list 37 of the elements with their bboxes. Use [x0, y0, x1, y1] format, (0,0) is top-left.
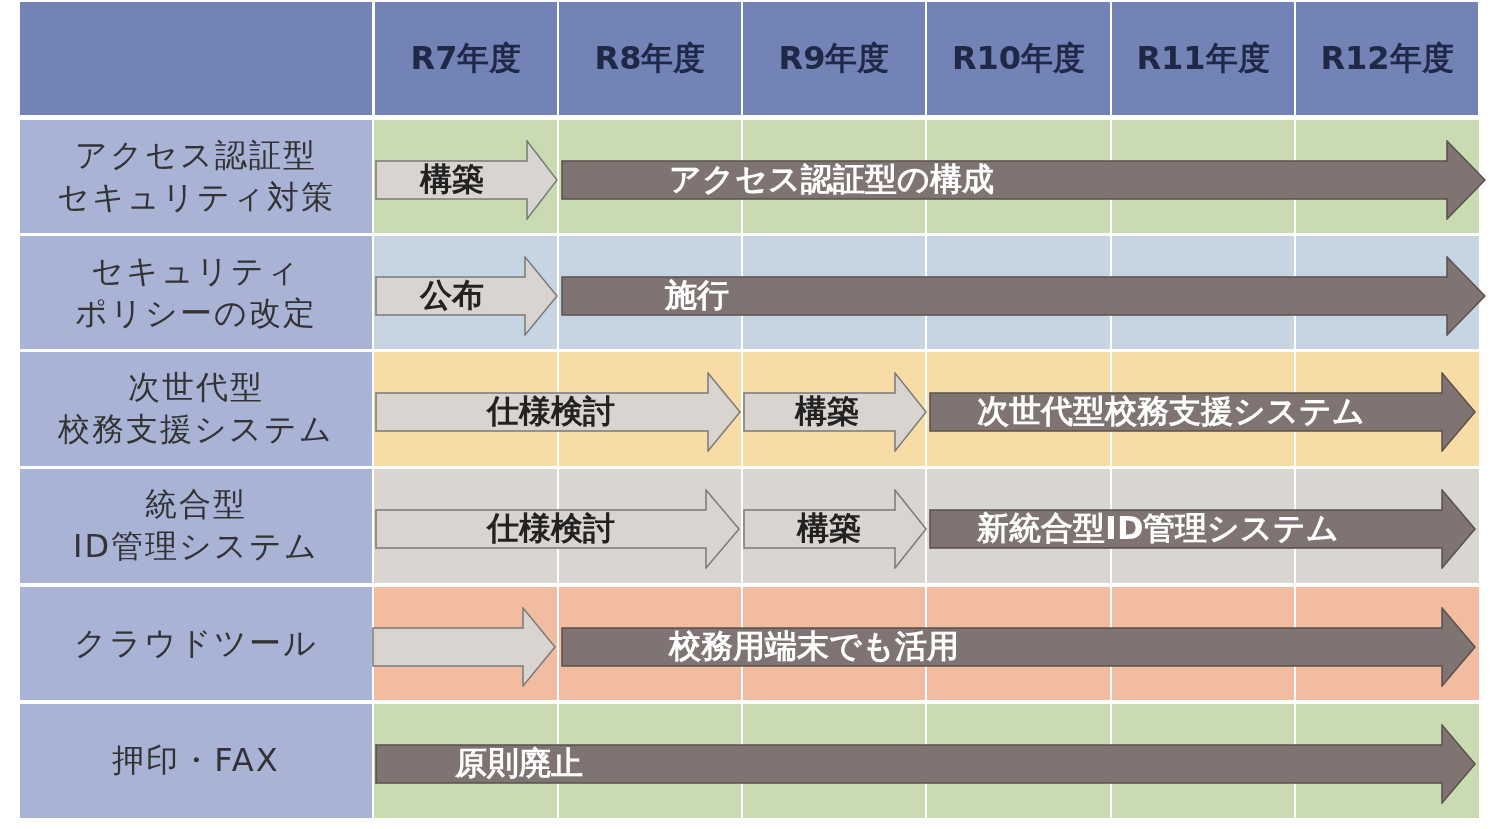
- phase-band: [375, 724, 1476, 804]
- year-header-cell: R12年度: [1296, 2, 1478, 115]
- year-header-cell: R9年度: [743, 2, 925, 115]
- row-header-cell: セキュリティポリシーの改定: [20, 236, 372, 349]
- row-header-cell: クラウドツール: [20, 587, 372, 700]
- phase-band: [375, 489, 740, 569]
- phase-band: [561, 607, 1476, 687]
- row-header-cell: 押印・FAX: [20, 704, 372, 818]
- phase-band: [372, 607, 556, 687]
- year-header-cell: R10年度: [927, 2, 1110, 115]
- year-header-cell: R8年度: [559, 2, 741, 115]
- phase-label: 施行: [665, 276, 729, 314]
- phase-band: [375, 140, 558, 220]
- phase-band: [375, 372, 741, 452]
- phase-label: 仕様検討: [487, 509, 615, 547]
- phase-label: 構築: [420, 160, 484, 198]
- phase-band: [743, 372, 927, 452]
- year-header-cell: R11年度: [1112, 2, 1294, 115]
- phase-band: [375, 256, 558, 336]
- row-header-cell: 次世代型校務支援システム: [20, 352, 372, 466]
- phase-label: アクセス認証型の構成: [669, 160, 994, 198]
- phase-label: 原則廃止: [455, 744, 583, 782]
- phase-label: 構築: [795, 392, 859, 430]
- phase-band: [743, 489, 927, 569]
- phase-band: [929, 372, 1476, 452]
- phase-label: 次世代型校務支援システム: [977, 392, 1365, 430]
- row-header-cell: アクセス認証型セキュリティ対策: [20, 120, 372, 233]
- phase-label: 構築: [797, 509, 861, 547]
- phase-label: 公布: [420, 276, 484, 314]
- row-header-cell: 統合型ID管理システム: [20, 469, 372, 583]
- phase-band: [561, 140, 1486, 220]
- year-header-cell: R7年度: [375, 2, 557, 115]
- phase-label: 校務用端末でも活用: [669, 627, 959, 665]
- phase-label: 仕様検討: [487, 392, 615, 430]
- phase-band: [561, 256, 1486, 336]
- phase-label: 新統合型ID管理システム: [977, 509, 1340, 547]
- phase-band: [929, 489, 1476, 569]
